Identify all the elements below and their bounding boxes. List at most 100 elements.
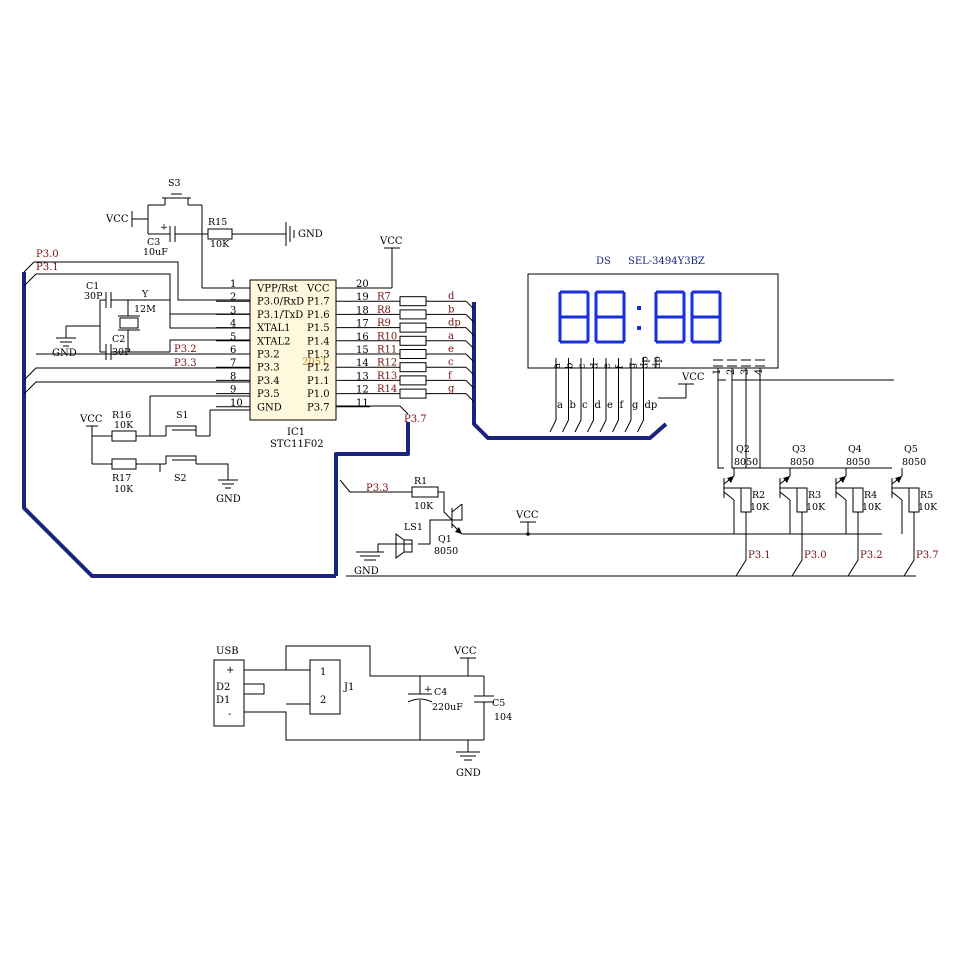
display-pin-label: d [590,362,601,369]
gnd-label-reset: GND [298,229,323,240]
ic-left-pin-name: GND [257,402,282,413]
segment-bus-entry [465,327,475,336]
j1-label: J1 [343,682,354,693]
segment-output-label: c [448,357,454,368]
r16-value: 10K [114,420,134,431]
display-bus-entry [574,419,582,433]
j1-pin1: 1 [320,667,326,678]
display-bus-label: g [632,400,639,411]
ic-right-pin-num: 15 [356,345,369,356]
segment-bus [472,302,668,440]
segment-resistor [399,309,427,320]
usb-pin-d1: D1 [216,695,230,706]
segment-resistor-label: R8 [377,305,391,316]
ic-right-pin-num: 13 [356,371,369,382]
left-nets: P3.0 P3.1 P3.2 P3.3 [23,249,250,395]
ic-right-pin-name: P3.7 [307,402,330,413]
ic-right-pin-name: P1.7 [307,297,330,308]
gnd-label-crystal: GND [52,348,77,359]
display-bus-entry [612,419,619,433]
ic-part: STC11F02 [270,439,324,450]
ic-left-pin-num: 7 [230,358,236,369]
driver-q-label: Q5 [904,444,918,455]
segment-output-label: dp [448,318,461,329]
ic-right-pin-name: P1.6 [307,310,330,321]
s2-label: S2 [174,473,187,484]
driver-q-type: 8050 [790,457,814,468]
transistor-collector [779,491,791,501]
display-digits [558,290,722,344]
c2-value: 30P [112,347,131,358]
usb-pin-d2: D2 [216,682,230,693]
display-ref: DS [596,256,611,267]
vcc-label-buzzer: VCC [515,510,539,521]
display-bus-label: f [620,400,625,411]
usb-label: USB [216,646,239,657]
ic-left-pin-name: VPP/Rst [256,284,298,295]
y-value: 12M [134,304,156,315]
transistor-arrow [727,476,734,483]
display-bus-label: d [595,400,602,411]
net-p37-ic: P3.7 [404,414,427,425]
gnd-label-buzzer: GND [354,566,379,577]
ic-right-pin-num: 20 [356,279,369,290]
segment-bus-entry [465,380,475,389]
display-pin-label: c [577,363,588,369]
c4-value: 220uF [432,702,463,713]
r1-value: 10K [414,501,434,512]
display-bus-label: b [570,400,576,411]
ic-right-pin-name: P1.1 [307,376,330,387]
y-label: Y [141,289,149,300]
display-part: SEL-3494Y3BZ [628,256,705,267]
transistor-collector [891,491,903,501]
transistor-collector [835,491,847,501]
display-bus-entry [587,419,594,433]
driver-r-value: 10K [750,502,770,513]
segment-resistor [399,362,427,373]
ic-left-pin-num: 4 [230,319,236,330]
segment-bus-entry [465,314,475,323]
button-circuit: VCC R16 10K R17 10K S1 S2 GND [79,395,250,505]
display-pin-label: dp [652,356,663,369]
c3-label: C3 [147,237,160,248]
c4-plus: + [424,684,432,695]
c4-label: C4 [434,687,447,698]
driver-net-entry [735,559,747,577]
net-p31-left: P3.1 [36,262,59,273]
c1-value: 30P [84,291,103,302]
segment-output-label: b [448,304,454,315]
usb-power-circuit: USB + D2 D1 - 1 2 J1 + C4 220uF VCC C5 1… [213,645,512,779]
ic-left-pin-num: 1 [230,279,236,290]
driver-net-label: P3.7 [916,550,939,561]
display-pin-label: f [615,364,626,369]
ic-vcc: VCC [336,236,403,289]
segment-resistor [399,335,427,346]
display-bus-label: c [582,400,588,411]
r17-value: 10K [114,484,134,495]
vcc-label: VCC [105,214,129,225]
ic-left-pin-num: 10 [230,398,243,409]
transistor-arrow [895,476,902,483]
driver-r-value: 10K [806,502,826,513]
segment-bus-entry [465,393,475,402]
c3-value: 10uF [143,247,168,258]
segment-resistor-label: R10 [377,331,397,342]
driver-net-label: P3.2 [860,550,883,561]
display-bus-entry [562,419,569,433]
r15-label: R15 [208,217,227,228]
ic-right-pin-num: 12 [356,385,369,396]
ic-left-pin-name: P3.1/TxD [257,310,303,321]
segment-bus-entry [465,300,475,310]
colon-dot [637,306,641,310]
driver-r-label: R2 [752,490,765,501]
segment-resistor-label: R14 [377,384,397,395]
display-pin-label: e [602,363,613,369]
c3-plus: + [160,222,168,233]
ic-mark: 2051 [302,357,327,368]
ic-right-pin-name: VCC [306,284,330,295]
ic-right-pin-name: P1.4 [307,336,330,347]
transistor-collector [723,491,735,501]
transistor-arrow [783,476,790,483]
